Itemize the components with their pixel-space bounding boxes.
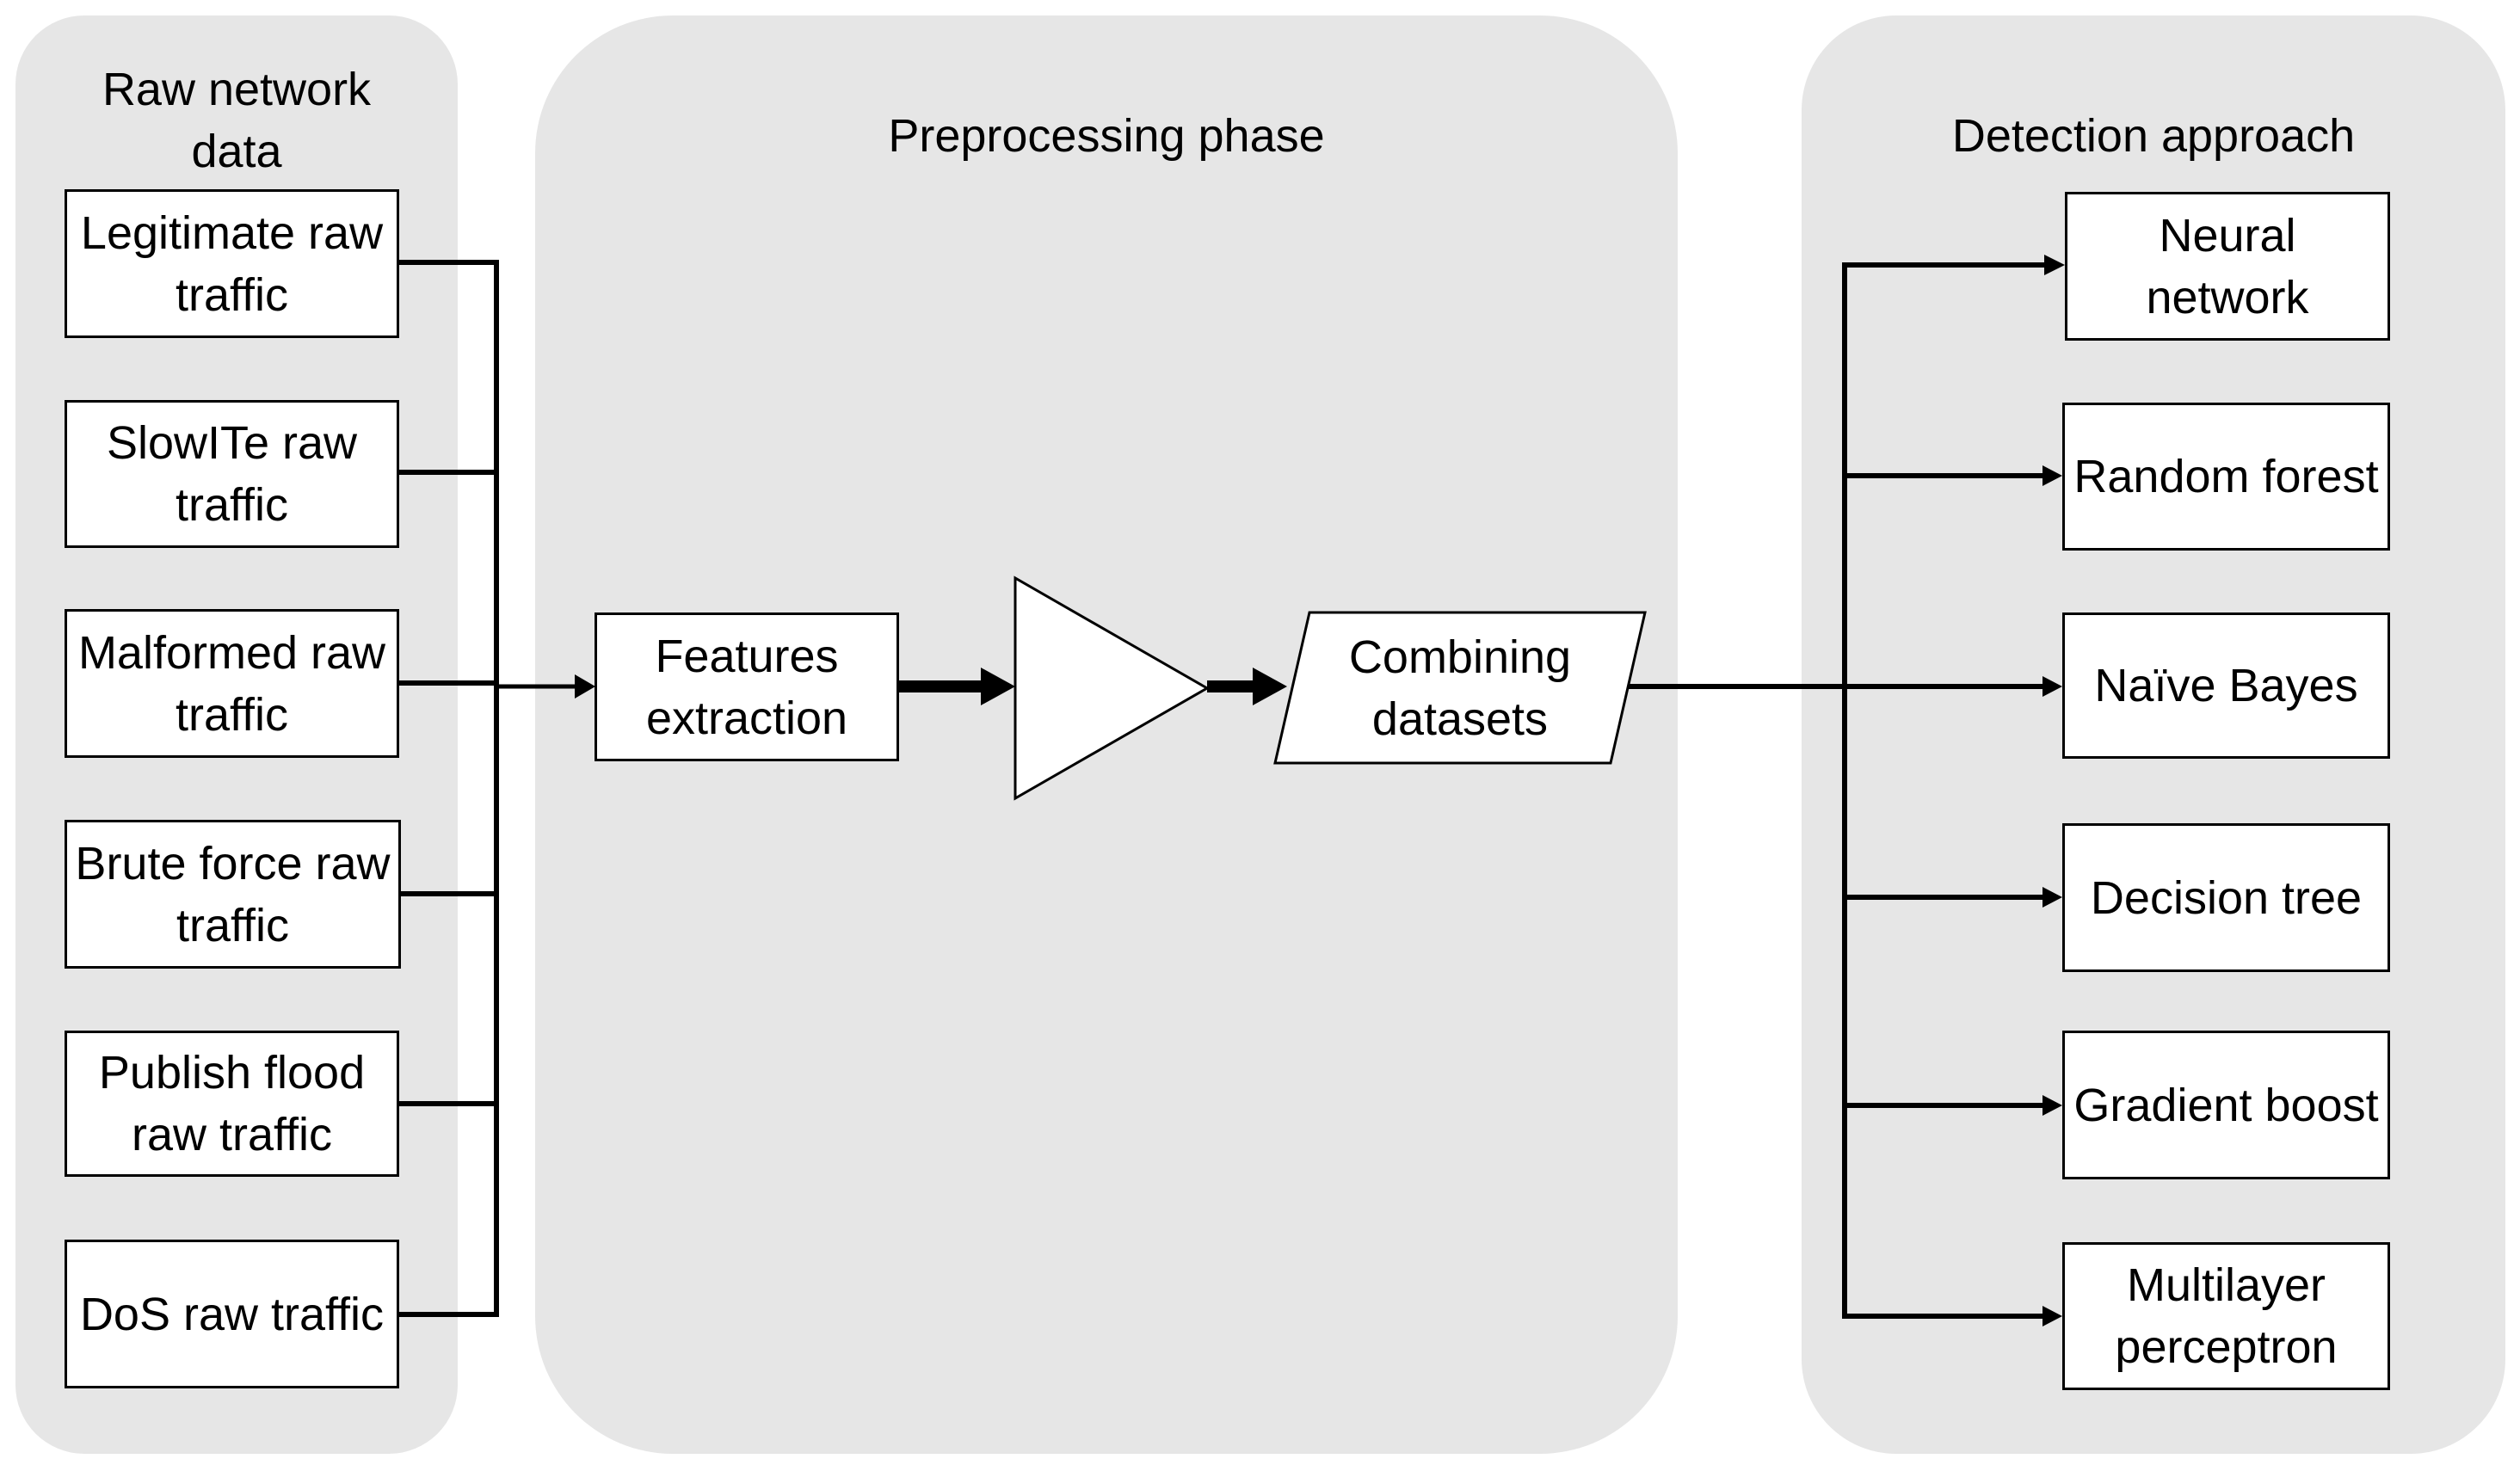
input-label: Malformed raw traffic xyxy=(77,626,386,741)
method-naive-bayes-box: Naïve Bayes xyxy=(2062,612,2390,759)
raw-network-data-title: Raw network data xyxy=(102,64,372,177)
method-neural-network-box: Neural network xyxy=(2065,192,2390,341)
method-label: Random forest xyxy=(2073,451,2379,502)
input-dos-box: DoS raw traffic xyxy=(65,1240,399,1388)
combining-datasets-text: Combining datasets xyxy=(1348,631,1572,745)
input-publish-flood-box: Publish flood raw traffic xyxy=(65,1031,399,1177)
input-label: Brute force raw traffic xyxy=(75,837,391,951)
method-gradient-boost-box: Gradient boost xyxy=(2062,1031,2390,1179)
method-label: Naïve Bayes xyxy=(2094,660,2358,711)
input-bus xyxy=(399,260,499,1317)
combining-datasets-label: Combining datasets xyxy=(1291,612,1630,763)
features-extraction-box: Features extraction xyxy=(595,612,899,761)
method-label: Neural network xyxy=(2146,209,2309,323)
input-brute-force-box: Brute force raw traffic xyxy=(65,820,401,969)
method-multilayer-perceptron-box: Multilayer perceptron xyxy=(2062,1242,2390,1390)
method-label: Decision tree xyxy=(2090,871,2363,924)
method-random-forest-box: Random forest xyxy=(2062,403,2390,551)
preprocessing-title: Preprocessing phase xyxy=(888,110,1325,162)
output-bus xyxy=(1628,262,2048,1319)
output-arrowheads xyxy=(2042,255,2065,1326)
input-label: Legitimate raw traffic xyxy=(80,206,384,321)
input-malformed-box: Malformed raw traffic xyxy=(65,609,399,758)
input-label: DoS raw traffic xyxy=(79,1288,385,1340)
method-label: Gradient boost xyxy=(2073,1079,2379,1131)
input-slowite-box: SlowITe raw traffic xyxy=(65,400,399,548)
method-label: Multilayer perceptron xyxy=(2115,1259,2338,1373)
input-legitimate-box: Legitimate raw traffic xyxy=(65,189,399,338)
method-decision-tree-box: Decision tree xyxy=(2062,823,2390,972)
input-label: SlowITe raw traffic xyxy=(106,417,358,531)
process-triangle xyxy=(1014,575,1211,801)
detection-approach-title: Detection approach xyxy=(1951,110,2356,162)
input-label: Publish flood raw traffic xyxy=(98,1047,366,1160)
features-extraction-label: Features extraction xyxy=(645,630,848,744)
combining-datasets-shape xyxy=(1273,611,1647,765)
